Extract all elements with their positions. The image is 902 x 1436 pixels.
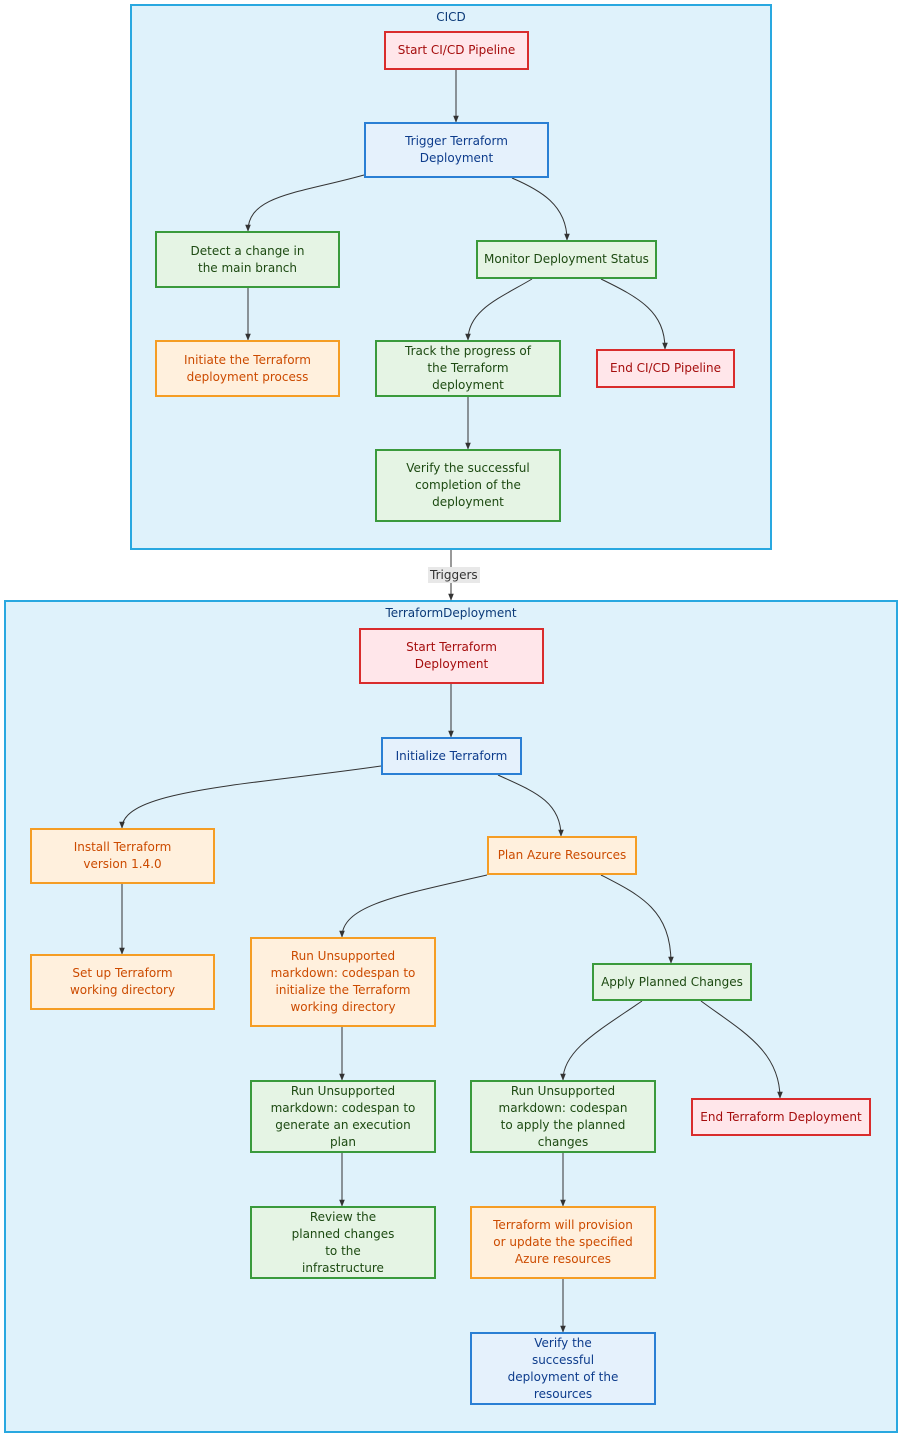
node-monitor-status[interactable]: Monitor Deployment Status	[476, 240, 657, 279]
node-verify-resources[interactable]: Verify the successful deployment of the …	[470, 1332, 656, 1405]
node-initiate-terraform[interactable]: Initiate the Terraform deployment proces…	[155, 340, 340, 397]
edge-plan-to-apply	[600, 874, 674, 964]
cluster-title-terraform: TerraformDeployment	[385, 606, 517, 620]
edge-monitor-to-end	[600, 278, 668, 350]
node-detect-change[interactable]: Detect a change in the main branch	[155, 231, 340, 288]
edge-trigger-to-detect	[245, 174, 365, 232]
node-start-terraform[interactable]: Start Terraform Deployment	[359, 628, 544, 684]
edge-apply-to-run-apply	[560, 1000, 643, 1081]
cluster-title-cicd: CICD	[436, 10, 466, 24]
node-provision[interactable]: Terraform will provision or update the s…	[470, 1206, 656, 1279]
node-apply-changes[interactable]: Apply Planned Changes	[592, 963, 752, 1001]
node-run-plan[interactable]: Run Unsupported markdown: codespan to ge…	[250, 1080, 436, 1153]
node-run-apply[interactable]: Run Unsupported markdown: codespan to ap…	[470, 1080, 656, 1153]
edge-monitor-to-track	[465, 278, 533, 341]
node-setup-directory[interactable]: Set up Terraform working directory	[30, 954, 215, 1010]
node-start-cicd[interactable]: Start CI/CD Pipeline	[384, 31, 529, 70]
edge-init-to-install	[119, 765, 382, 829]
node-end-terraform[interactable]: End Terraform Deployment	[691, 1098, 871, 1136]
node-verify-completion[interactable]: Verify the successful completion of the …	[375, 449, 561, 522]
node-initialize-terraform[interactable]: Initialize Terraform	[381, 737, 522, 775]
node-end-cicd[interactable]: End CI/CD Pipeline	[596, 349, 735, 388]
edge-init-to-plan	[497, 774, 564, 837]
edge-apply-to-end	[700, 1000, 783, 1099]
node-trigger-terraform[interactable]: Trigger Terraform Deployment	[364, 122, 549, 178]
edge-label-triggers: Triggers	[428, 567, 480, 583]
node-review-changes[interactable]: Review the planned changes to the infras…	[250, 1206, 436, 1279]
node-install-terraform[interactable]: Install Terraform version 1.4.0	[30, 828, 215, 884]
edge-plan-to-run-init	[339, 874, 488, 938]
edge-trigger-to-monitor	[511, 177, 570, 241]
node-track-progress[interactable]: Track the progress of the Terraform depl…	[375, 340, 561, 397]
node-plan-azure[interactable]: Plan Azure Resources	[487, 836, 637, 875]
node-run-init[interactable]: Run Unsupported markdown: codespan to in…	[250, 937, 436, 1027]
